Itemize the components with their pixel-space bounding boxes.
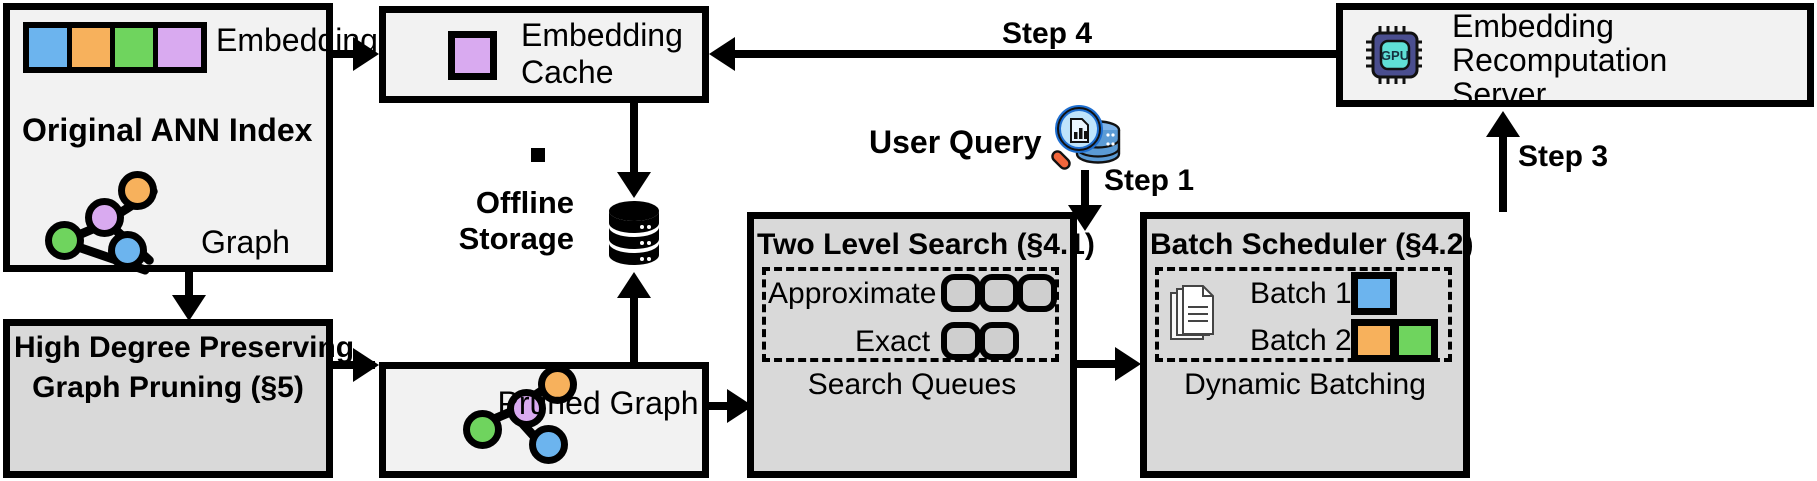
pruned-graph-node-orange <box>538 365 577 404</box>
graph-pruning-box <box>3 319 333 478</box>
arrow-pruned-to-storage-line <box>630 288 638 368</box>
user-query-label: User Query <box>869 124 1042 160</box>
batch-2-chip-green <box>1392 319 1438 362</box>
arrow-index-to-cache-head <box>353 37 379 71</box>
embedding-cell-blue <box>29 28 73 67</box>
arrow-step1-line <box>1081 170 1089 222</box>
graph-node-blue <box>108 231 147 270</box>
arrow-pruned-to-storage-head <box>617 272 651 298</box>
arrow-index-to-pruning-head <box>172 295 206 321</box>
arrow-cache-to-storage-head <box>617 172 651 198</box>
step3-label: Step 3 <box>1518 140 1609 173</box>
search-queues-footer: Search Queues <box>807 368 1017 401</box>
dynamic-batching-footer: Dynamic Batching <box>1184 368 1426 401</box>
embedding-cell-green <box>115 28 159 67</box>
step4-label: Step 4 <box>1002 17 1093 50</box>
arrow-pruning-to-pruned-head <box>353 348 379 382</box>
arrow-step2-line <box>1077 360 1135 368</box>
search-slot-approximate[interactable] <box>941 274 981 312</box>
graph-node-purple <box>85 198 124 237</box>
embedding-cell-orange <box>72 28 116 67</box>
query-search-database-icon <box>1051 102 1124 174</box>
search-slot-exact[interactable] <box>941 322 981 360</box>
embedding-strip <box>23 22 207 73</box>
embedding-cache-chip <box>531 148 545 162</box>
database-cylinder-icon <box>608 200 660 270</box>
pruned-graph-node-purple <box>507 389 546 428</box>
embedding-cache-chip-icon <box>448 31 497 80</box>
offline-storage-line2: Storage <box>458 221 574 256</box>
gpu-icon-text: GPU <box>1381 48 1409 63</box>
arrow-index-to-pruning-line <box>185 272 193 304</box>
embedding-cache-line2: Cache <box>521 54 614 90</box>
search-queues-group <box>762 267 1059 362</box>
pruned-graph-node-blue <box>529 425 568 464</box>
arrow-cache-to-storage-line <box>630 103 638 183</box>
original-ann-index-title: Original ANN Index <box>22 112 313 148</box>
search-slot-exact[interactable] <box>979 322 1019 360</box>
embedding-cell-purple <box>158 28 202 67</box>
batch-2-chip-orange <box>1351 319 1397 362</box>
recomputation-server-line2: Recomputation <box>1452 42 1668 78</box>
pruned-graph-label: Pruned Graph <box>497 385 699 422</box>
batch-1-chip-blue <box>1351 272 1397 315</box>
search-slot-approximate[interactable] <box>979 274 1019 312</box>
batch-scheduler-title: Batch Scheduler (§4.2) <box>1150 228 1474 261</box>
graph-node-orange <box>118 171 157 210</box>
gpu-chip-icon: GPU <box>1364 24 1426 86</box>
search-row-label-exact: Exact <box>855 325 931 358</box>
batch-label-2: Batch 2 <box>1250 324 1352 357</box>
recomputation-server-line1: Embedding <box>1452 8 1614 44</box>
arrow-step3-line <box>1499 130 1507 212</box>
documents-stack-icon <box>1167 285 1219 345</box>
two-level-search-title: Two Level Search (§4.1) <box>757 228 1095 261</box>
graph-node-green <box>45 221 84 260</box>
dynamic-batching-group <box>1155 267 1452 362</box>
graph-pruning-title-line1: High Degree Preserving <box>14 331 355 364</box>
arrow-step4-head <box>709 37 735 71</box>
offline-storage-line1: Offline <box>475 185 574 220</box>
graph-label: Graph <box>201 224 290 260</box>
search-slot-approximate[interactable] <box>1017 274 1057 312</box>
search-row-label-approximate: Approximate <box>768 277 937 310</box>
embedding-cache-box <box>379 6 709 103</box>
arrow-step2-head <box>1115 347 1141 381</box>
two-level-search-box <box>747 212 1077 478</box>
batch-label-1: Batch 1 <box>1250 277 1352 310</box>
recomputation-server-line3: Server <box>1452 76 1547 112</box>
pruned-graph-node-green <box>463 410 502 449</box>
graph-pruning-title-line2: Graph Pruning (§5) <box>32 371 304 404</box>
step1-label: Step 1 <box>1104 164 1195 197</box>
embedding-cache-line1: Embedding <box>521 17 683 53</box>
arrow-step4-line <box>723 50 1336 58</box>
arrow-step3-head <box>1486 111 1520 137</box>
